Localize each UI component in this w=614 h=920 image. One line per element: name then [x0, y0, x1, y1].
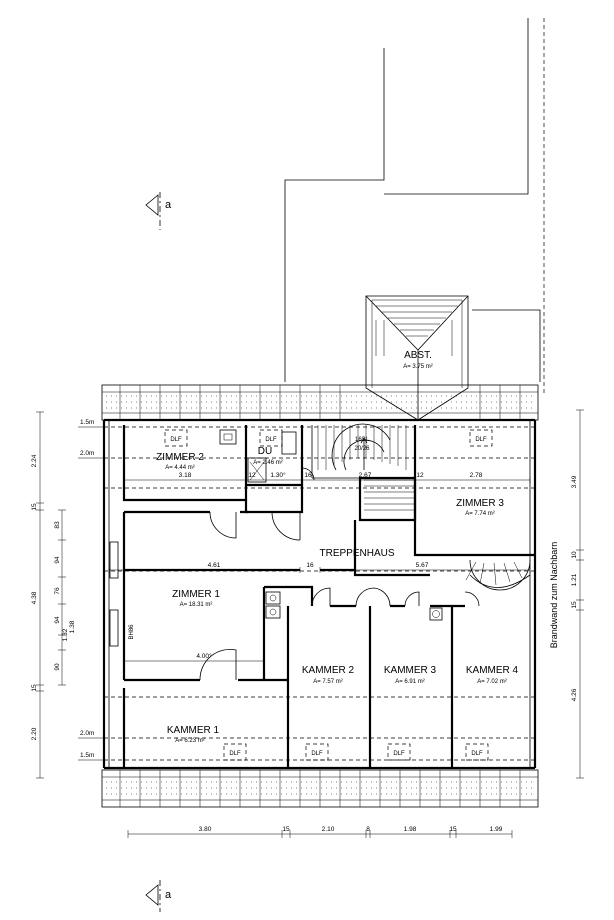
site-lines — [284, 18, 545, 394]
dim-bottom-8: 8 — [366, 826, 370, 833]
dim-right-1-21: 1.21 — [571, 573, 578, 586]
dim-inner-12b: 12 — [416, 472, 424, 479]
dim-inner-2-67: 2.67 — [359, 472, 372, 479]
height-mark-1-5-top: 1.5m — [80, 419, 94, 426]
dim-left-94a: 94 — [54, 556, 61, 564]
dim-left-1-32: 1.32 — [62, 628, 69, 641]
doors — [199, 467, 480, 681]
dim-right-4-26: 4.26 — [571, 688, 578, 701]
dim-inner-3-18: 3.18 — [179, 472, 192, 479]
dim-right-3-49: 3.49 — [571, 475, 578, 488]
section-marker-bottom — [145, 880, 161, 912]
dim-inner-5-67: 5.67 — [416, 562, 429, 569]
dim-inner-1-30: 1.30° — [270, 471, 286, 479]
skylight-label: DLF — [471, 751, 483, 757]
dim-right-10: 10 — [571, 551, 578, 559]
inner-dimension-lines — [108, 477, 531, 662]
dim-left-4-38: 4.38 — [31, 591, 38, 604]
dim-left-15b: 15 — [31, 684, 38, 692]
room-area-zimmer-1: A= 18.31 m² — [180, 602, 213, 608]
dim-left-1-38: 1.38 — [69, 620, 76, 633]
room-name-zimmer-1: ZIMMER 1 — [172, 589, 220, 600]
stair-steps-label: 16St. — [355, 437, 369, 443]
left-dimension-chains — [36, 411, 66, 779]
dim-left-2-24: 2.24 — [31, 454, 38, 467]
fixtures — [219, 429, 443, 621]
room-area-zimmer-2: A= 4.44 m² — [165, 465, 195, 471]
dim-inner-12a: 12 — [248, 472, 256, 479]
dim-bottom-1-99: 1.99 — [490, 826, 503, 833]
room-name-kammer-3: KAMMER 3 — [384, 665, 437, 676]
room-name-kammer-4: KAMMER 4 — [466, 665, 519, 676]
room-area-kammer-1: A= 6.23 m² — [175, 738, 205, 744]
dim-bottom-2-10: 2.10 — [322, 826, 335, 833]
room-area-du: A= 2.46 m² — [253, 460, 283, 466]
knee-wall-lines — [104, 426, 535, 761]
interior-walls — [122, 425, 535, 768]
dim-bottom-15a: 15 — [282, 826, 290, 833]
dim-inner-2-78: 2.78 — [470, 472, 483, 479]
dim-left-94b: 94 — [54, 616, 61, 624]
dim-left-2-20: 2.20 — [31, 727, 38, 740]
chimney-label: BH86 — [129, 624, 135, 640]
bottom-dimension-chain — [127, 830, 513, 838]
skylight-label: DLF — [475, 437, 487, 443]
height-mark-1-5-bottom: 1.5m — [80, 752, 94, 759]
exterior-walls — [102, 418, 537, 770]
dim-bottom-3-80: 3.80 — [199, 826, 212, 833]
dim-left-76: 76 — [54, 587, 61, 595]
room-area-abst: A= 3.75 m² — [403, 364, 433, 370]
stair-rise-label: 20/26 — [354, 446, 370, 452]
section-marker-top-label: a — [165, 199, 172, 211]
right-dimension-chain — [576, 409, 584, 779]
roof-eaves — [101, 384, 539, 808]
room-area-kammer-2: A= 7.57 m² — [313, 679, 343, 685]
room-name-kammer-2: KAMMER 2 — [302, 665, 355, 676]
section-marker-top — [145, 192, 161, 230]
dim-inner-4-00: 4.00° — [196, 652, 212, 660]
skylight-label: DLF — [311, 751, 323, 757]
dim-right-15: 15 — [571, 601, 578, 609]
room-area-kammer-3: A= 6.91 m² — [395, 679, 425, 685]
room-name-zimmer-3: ZIMMER 3 — [456, 498, 504, 509]
dim-bottom-1-98: 1.98 — [404, 826, 417, 833]
room-area-zimmer-3: A= 7.74 m² — [465, 511, 495, 517]
room-name-kammer-1: KAMMER 1 — [167, 725, 220, 736]
height-mark-2-0-top: 2.0m — [80, 450, 94, 457]
room-name-abst: ABST. — [404, 350, 432, 361]
room-name-du: DU — [258, 446, 272, 457]
dim-inner-4-61: 4.61 — [208, 562, 221, 569]
skylights — [164, 429, 493, 761]
dim-left-83: 83 — [54, 521, 61, 529]
dim-inner-16b: 16 — [306, 562, 314, 569]
skylight-label: DLF — [265, 437, 277, 443]
dim-left-90: 90 — [54, 663, 61, 671]
dim-bottom-15b: 15 — [449, 826, 457, 833]
height-markers — [78, 426, 104, 761]
skylight-label: DLF — [393, 751, 405, 757]
dim-inner-16a: 16 — [304, 472, 312, 479]
room-name-zimmer-2: ZIMMER 2 — [156, 452, 204, 463]
section-marker-bottom-label: a — [165, 889, 172, 901]
skylight-label: DLF — [229, 751, 241, 757]
dim-left-15a: 15 — [31, 503, 38, 511]
firewall-label: Brandwand zum Nachbarn — [549, 542, 559, 649]
room-area-kammer-4: A= 7.02 m² — [477, 679, 507, 685]
skylight-label: DLF — [170, 437, 182, 443]
height-mark-2-0-bottom: 2.0m — [80, 730, 94, 737]
room-name-treppenhaus: TREPPENHAUS — [319, 548, 394, 559]
